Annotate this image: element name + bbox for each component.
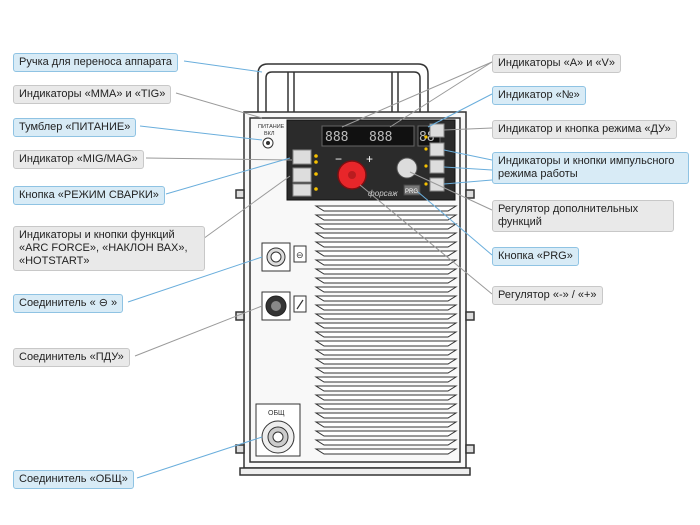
label-functions: Индикаторы и кнопки функций «ARC FORCE»,… <box>13 226 205 271</box>
extra-functions-knob[interactable] <box>396 157 418 179</box>
minus-sign: − <box>335 152 342 166</box>
label-extra-reg-line2: функций <box>498 216 542 228</box>
label-pulse-line2: режима работы <box>498 168 578 180</box>
vent-slot <box>314 394 458 401</box>
vent-slot <box>314 304 458 311</box>
vent-slot <box>314 349 458 356</box>
label-pulse-line1: Индикаторы и кнопки импульсного <box>498 155 675 167</box>
vent-slot <box>314 331 458 338</box>
weld-mode-button-2[interactable] <box>292 167 312 183</box>
carry-handle <box>257 63 429 112</box>
power-on-label: ВКЛ <box>264 131 275 137</box>
prg-label: PRG <box>405 189 418 195</box>
label-weld-mode-button: Кнопка «РЕЖИМ СВАРКИ» <box>13 186 165 205</box>
vent-slot <box>314 322 458 329</box>
vent-slot <box>314 250 458 257</box>
label-pulse: Индикаторы и кнопки импульсного режима р… <box>492 152 689 184</box>
pulse-button-1[interactable] <box>429 142 445 157</box>
label-a-v: Индикаторы «A» и «V» <box>492 54 621 73</box>
vent-slot <box>314 376 458 383</box>
plus-sign: + <box>366 152 373 166</box>
vent-slot <box>314 421 458 428</box>
label-minus-plus-reg: Регулятор «-» / «+» <box>492 286 603 305</box>
vent-slot <box>314 358 458 365</box>
pulse-button-2[interactable] <box>429 159 445 174</box>
prg-button[interactable] <box>403 184 421 196</box>
vent-slot <box>314 241 458 248</box>
label-number: Индикатор «№» <box>492 86 586 105</box>
electrode-connector: ⊖ <box>261 242 307 272</box>
vent-slot <box>314 367 458 374</box>
vent-slot <box>314 277 458 284</box>
label-extra-reg: Регулятор дополнительных функций <box>492 200 674 232</box>
vent-slot <box>314 205 458 212</box>
vent-grille <box>314 205 458 455</box>
label-handle: Ручка для переноса аппарата <box>13 53 178 72</box>
du-mode-button[interactable] <box>429 123 445 138</box>
control-panel: 888 888 88 − + форсаж PRG <box>286 119 456 201</box>
label-functions-line2: «ARC FORCE», «НАКЛОН ВАХ», <box>19 242 188 254</box>
display-amps: 888 <box>325 130 348 145</box>
label-functions-line1: Индикаторы и кнопки функций <box>19 229 175 241</box>
label-mma-tig: Индикаторы «MMA» и «TIG» <box>13 85 172 104</box>
vent-slot <box>314 430 458 437</box>
vent-slot <box>314 412 458 419</box>
vent-slot <box>314 403 458 410</box>
vent-slot <box>314 385 458 392</box>
weld-mode-button-3[interactable] <box>292 183 312 197</box>
vent-slot <box>314 232 458 239</box>
label-mig-mag: Индикатор «MIG/MAG» <box>13 150 144 169</box>
vent-slot <box>314 340 458 347</box>
common-label: ОБЩ <box>268 410 285 417</box>
display-volts: 888 <box>369 130 392 145</box>
power-switch-area: ПИТАНИЕ ВКЛ <box>258 124 285 149</box>
brand-logo: форсаж <box>368 189 398 198</box>
label-power-toggle: Тумблер «ПИТАНИЕ» <box>13 118 137 137</box>
weld-mode-button-1[interactable] <box>292 149 312 165</box>
vent-slot <box>314 223 458 230</box>
label-du-mode: Индикатор и кнопка режима «ДУ» <box>492 120 677 139</box>
common-connector: ОБЩ <box>255 403 301 457</box>
label-prg-button: Кнопка «PRG» <box>492 247 579 266</box>
label-connector-common: Соединитель «ОБЩ» <box>13 470 134 489</box>
label-connector-pdu: Соединитель «ПДУ» <box>13 348 130 367</box>
label-functions-line3: «HOTSTART» <box>19 255 90 267</box>
vent-slot <box>314 295 458 302</box>
vent-slot <box>314 268 458 275</box>
leader-lines <box>127 60 493 479</box>
label-extra-reg-line1: Регулятор дополнительных <box>498 203 639 215</box>
vent-slot <box>314 214 458 221</box>
vent-slot <box>314 259 458 266</box>
vent-slot <box>314 286 458 293</box>
vent-slot <box>314 439 458 446</box>
pdu-connector <box>261 291 307 321</box>
vent-slot <box>314 448 458 455</box>
svg-text:⊖: ⊖ <box>296 250 304 260</box>
label-connector-electrode: Соединитель « ⊖ » <box>13 294 124 313</box>
power-label: ПИТАНИЕ <box>258 124 285 130</box>
vent-slot <box>314 313 458 320</box>
